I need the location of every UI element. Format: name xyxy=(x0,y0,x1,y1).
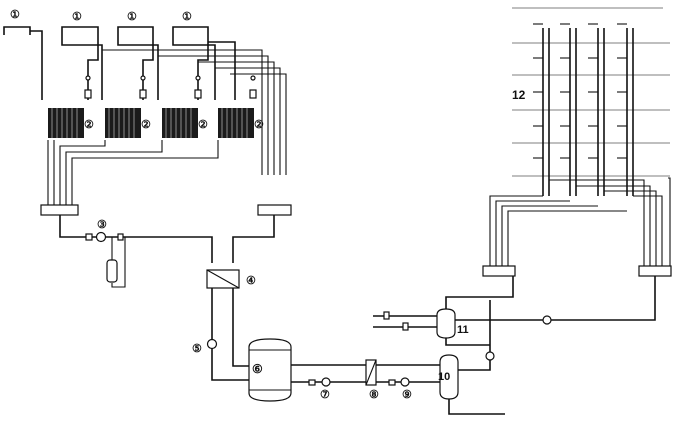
exchanger-to-storage-pipes xyxy=(211,288,249,381)
collector-3 xyxy=(117,26,154,37)
aux-tank-11 xyxy=(436,308,456,339)
users-label: 12 xyxy=(512,88,526,102)
pump-7-label: ⑦ xyxy=(320,389,330,401)
collector-4 xyxy=(172,26,209,37)
tank-unit-3 xyxy=(162,108,198,138)
tank-label: ② xyxy=(254,119,264,131)
cold-water-inlet-pipes xyxy=(373,311,437,331)
collector-label: ① xyxy=(10,9,20,21)
expansion-tank xyxy=(106,259,118,283)
tank-label: ② xyxy=(198,119,208,131)
collector-group xyxy=(3,26,209,100)
collector-riser-pipes xyxy=(61,37,287,175)
storage-tank-label: ⑥ xyxy=(252,362,263,376)
collector-label: ① xyxy=(182,11,192,23)
tank-units xyxy=(48,108,254,138)
riser-to-manifold-pipes xyxy=(489,179,663,266)
tank-label: ② xyxy=(84,119,94,131)
right-manifold xyxy=(257,204,292,216)
user-floors xyxy=(512,7,670,196)
right-user-manifold-2 xyxy=(638,265,672,277)
tank-unit-2 xyxy=(105,108,141,138)
pump-9-label: ⑨ xyxy=(402,389,412,401)
aux-tank-10-label: 10 xyxy=(438,371,450,383)
pump-7 xyxy=(321,377,331,387)
pump-5-label: ⑤ xyxy=(192,343,202,355)
tank-label: ② xyxy=(141,119,151,131)
riser-valves xyxy=(84,75,257,99)
filter-8-label: ⑧ xyxy=(369,389,379,401)
left-manifold xyxy=(40,204,79,216)
circ-pump-label: ③ xyxy=(97,219,107,231)
tank-unit-4 xyxy=(218,108,254,138)
aux-tank-10 xyxy=(439,354,459,400)
collector-label: ① xyxy=(127,11,137,23)
circulation-pump-3 xyxy=(85,231,124,243)
pump-lower-right xyxy=(485,351,495,361)
aux-tank-11-label: 11 xyxy=(457,324,469,336)
left-return-pipes xyxy=(47,140,219,205)
collector-label: ① xyxy=(72,11,82,23)
pump-9 xyxy=(400,377,410,387)
pump-5 xyxy=(206,338,218,350)
storage-tank xyxy=(248,338,292,402)
collector-1 xyxy=(3,26,31,35)
right-user-manifold-1 xyxy=(482,265,516,277)
return-pump xyxy=(542,315,552,325)
heat-exchanger-label: ④ xyxy=(246,275,256,287)
tank-unit-1 xyxy=(48,108,84,138)
collector-2 xyxy=(61,26,99,37)
